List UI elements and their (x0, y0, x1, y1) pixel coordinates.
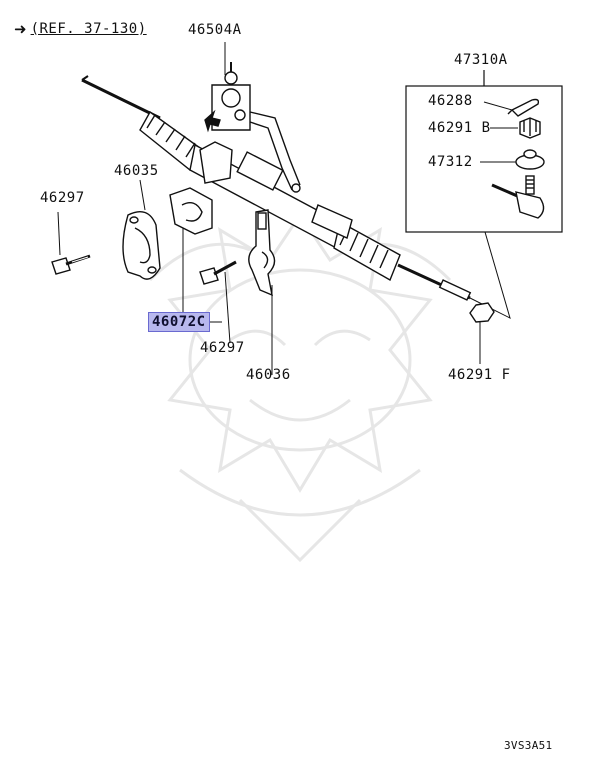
castle-nut-46291B (519, 117, 541, 139)
bracket-46036 (248, 209, 276, 297)
dust-seal-47312 (515, 149, 545, 170)
tie-rod-kit-box (405, 70, 563, 233)
clamp-46035 (122, 211, 161, 280)
cotter-pin-46288 (507, 98, 540, 117)
part-label-46035[interactable]: 46035 (114, 163, 159, 179)
part-label-46291B[interactable]: 46291 B (428, 120, 491, 136)
part-label-46291F[interactable]: 46291 F (448, 367, 511, 383)
part-label-46072C-highlighted[interactable]: 46072C (148, 312, 210, 332)
steering-rack (81, 62, 495, 323)
arrow-right-icon: ➜ (14, 20, 27, 38)
tie-rod-end (491, 175, 545, 219)
part-label-46036[interactable]: 46036 (246, 367, 291, 383)
bolt-46297-left (51, 254, 91, 275)
bushing-46072C (169, 187, 213, 235)
diagram-code: 3VS3A51 (504, 739, 553, 752)
part-label-46297-left[interactable]: 46297 (40, 190, 85, 206)
part-label-46297-mid[interactable]: 46297 (200, 340, 245, 356)
part-label-46504A[interactable]: 46504A (188, 22, 242, 38)
bolt-46297-mid (199, 260, 237, 285)
part-label-47310A[interactable]: 47310A (454, 52, 508, 68)
part-label-46288[interactable]: 46288 (428, 93, 473, 109)
watermark-emblem (148, 212, 452, 563)
reference-link[interactable]: ➜ (REF. 37-130) (14, 20, 147, 38)
reference-text[interactable]: (REF. 37-130) (30, 21, 147, 37)
part-label-47312[interactable]: 47312 (428, 154, 473, 170)
